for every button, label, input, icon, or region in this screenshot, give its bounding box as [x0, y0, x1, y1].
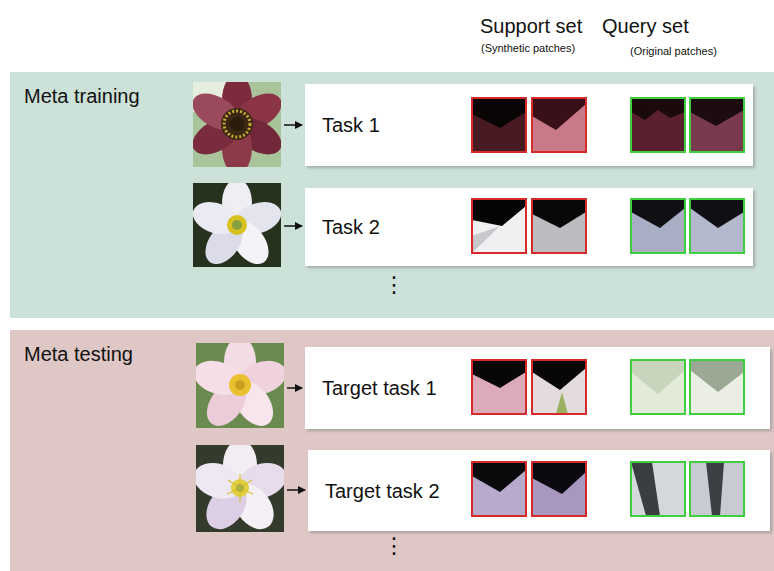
continuation-dots: ⋮	[383, 272, 405, 298]
phase-panel-fill	[10, 330, 774, 571]
image-patch	[472, 462, 744, 516]
task-box-fill	[305, 84, 753, 166]
continuation-dots: ⋮	[383, 533, 405, 559]
flower-photo	[196, 343, 284, 428]
image-patch	[472, 360, 744, 414]
image-patch	[472, 199, 744, 253]
column-heading: Support set	[480, 14, 582, 38]
task-label: Target task 2	[325, 479, 440, 503]
task-box-fill	[308, 450, 770, 531]
task-label: Task 2	[322, 215, 380, 239]
column-subheading: (Original patches)	[630, 45, 717, 58]
flower-photo	[196, 445, 284, 532]
flower-photo	[193, 82, 281, 167]
task-box: Target task 1	[305, 347, 770, 429]
task-box-fill	[305, 188, 753, 266]
column-heading: Query set	[602, 14, 689, 38]
task-box: Task 1	[305, 84, 753, 166]
phase-panel-fill	[10, 72, 774, 318]
task-box-fill	[305, 347, 770, 429]
task-label: Target task 1	[322, 376, 437, 400]
task-label: Task 1	[322, 113, 380, 137]
flower-photo	[193, 183, 281, 267]
image-patch	[472, 98, 744, 152]
column-subheading: (Synthetic patches)	[481, 42, 575, 55]
image-arrow	[284, 125, 305, 490]
task-box: Task 2	[305, 188, 753, 266]
panel-heading: Meta training	[24, 84, 760, 108]
panel-heading: Meta testing	[24, 342, 760, 366]
task-box: Target task 2	[308, 450, 770, 531]
